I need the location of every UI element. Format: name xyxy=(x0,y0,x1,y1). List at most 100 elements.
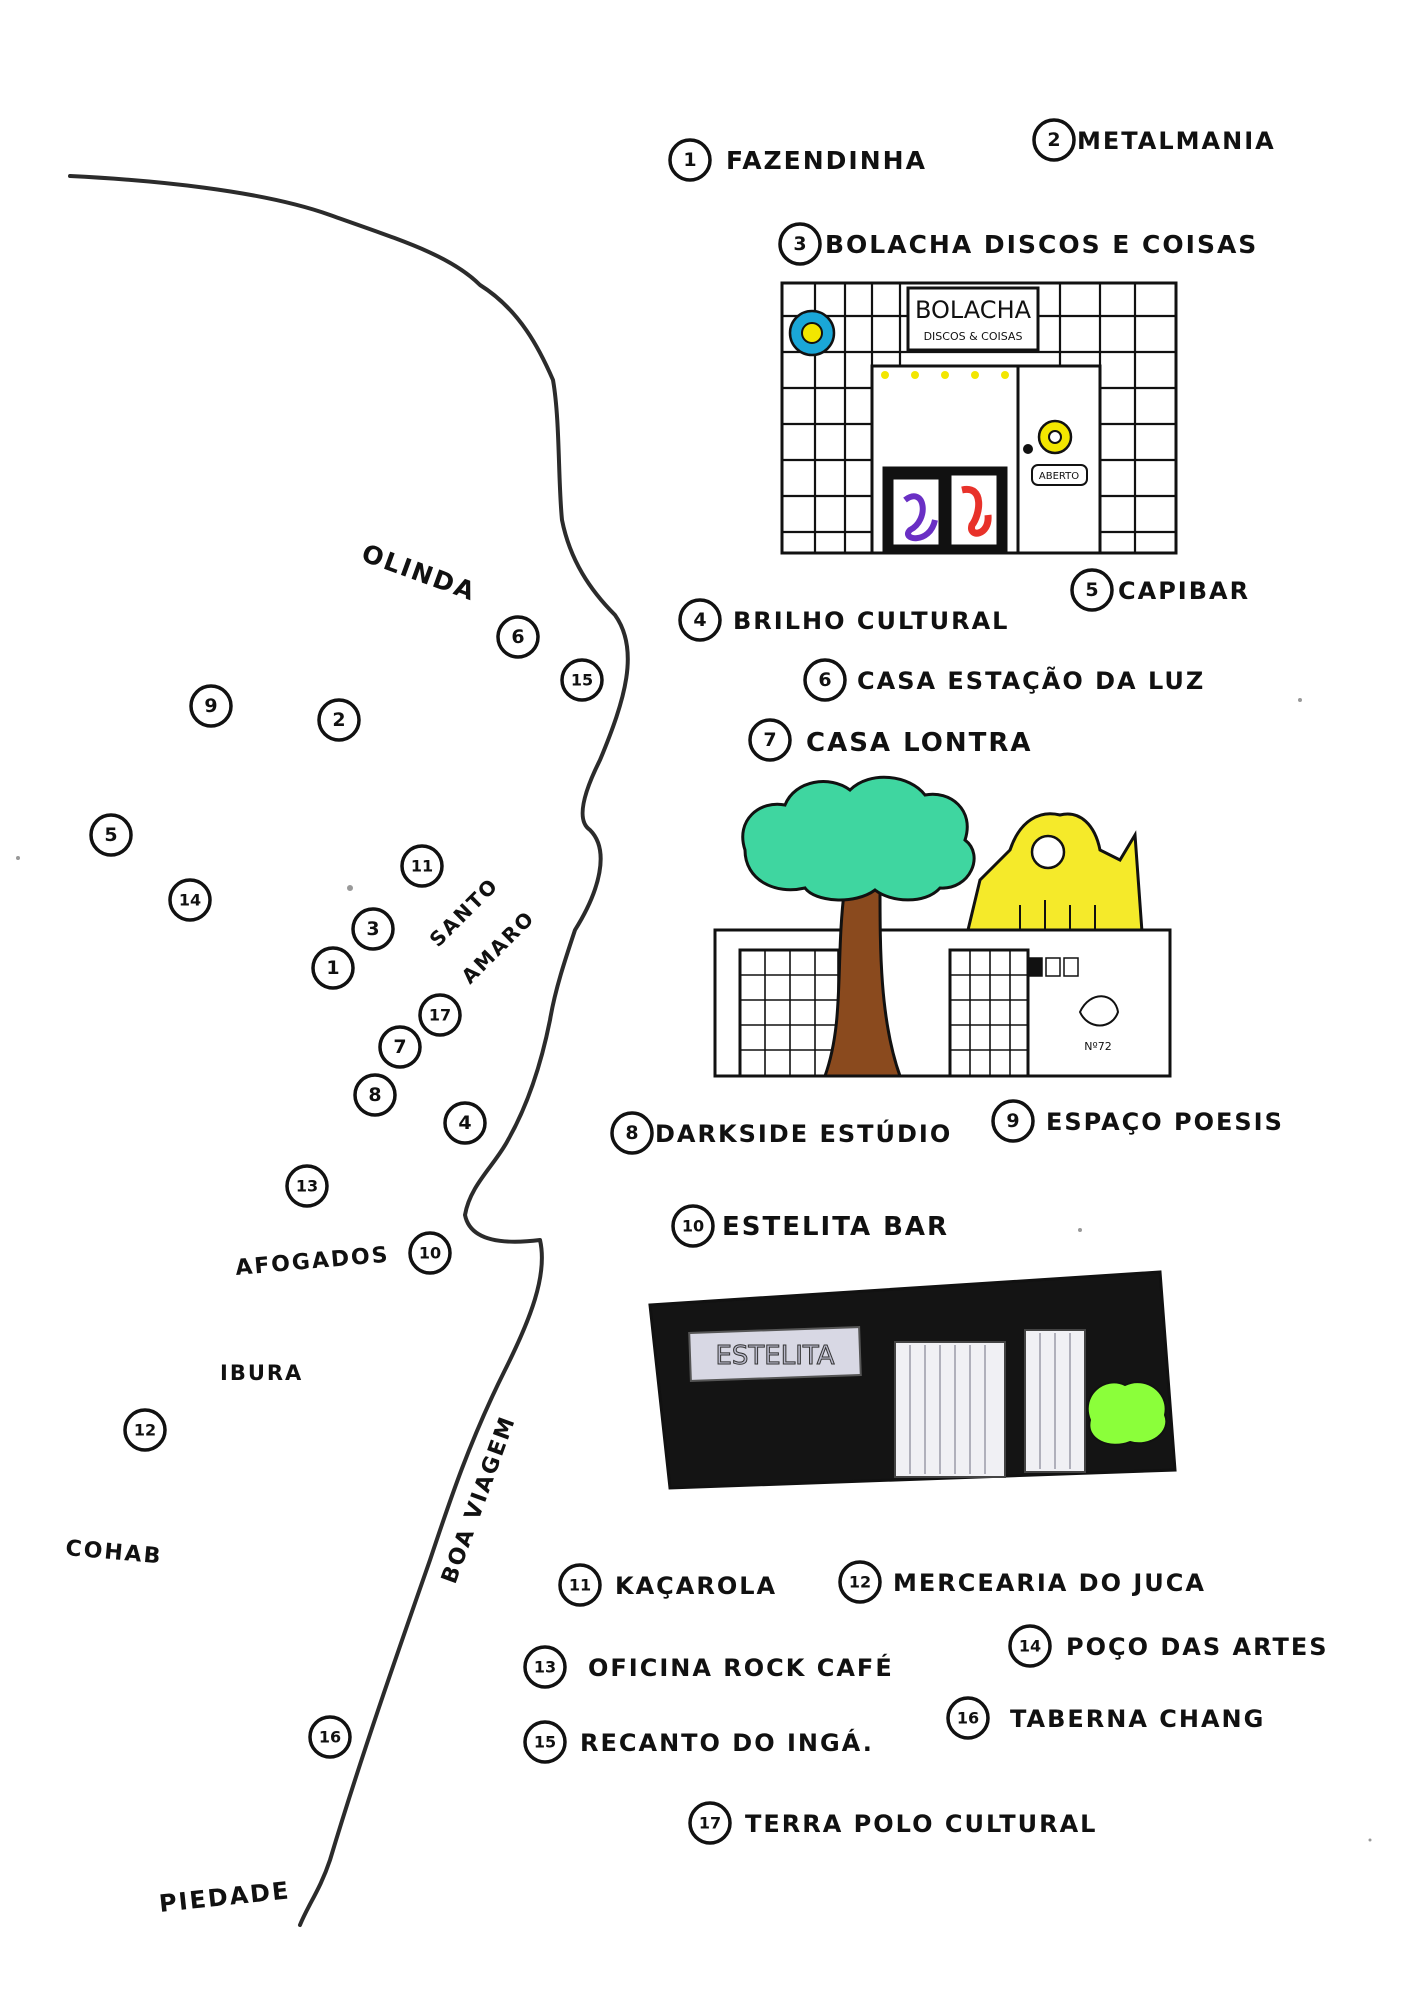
aberto-sign: ABERTO xyxy=(1039,471,1079,482)
legend-number: 15 xyxy=(534,1733,556,1752)
place-afogados: AFOGADOS xyxy=(234,1243,390,1281)
map-marker-7[interactable]: 7 xyxy=(378,1025,422,1069)
legend-name: CASA ESTAÇÃO DA LUZ xyxy=(857,666,1205,695)
legend-number: 7 xyxy=(763,729,776,751)
coastline xyxy=(68,174,630,1927)
map-marker-number: 11 xyxy=(411,857,433,876)
map-marker-number: 4 xyxy=(458,1112,471,1134)
map-marker-6[interactable]: 6 xyxy=(496,615,540,659)
poster-red-squiggle xyxy=(961,486,992,537)
legend-number: 12 xyxy=(849,1573,871,1592)
map-marker-2[interactable]: 2 xyxy=(317,698,361,742)
green-bush xyxy=(1086,1381,1168,1446)
legend-name: POÇO DAS ARTES xyxy=(1066,1633,1329,1661)
legend-entry-3[interactable]: 3 BOLACHA DISCOS E COISAS xyxy=(778,222,1258,266)
tree-canopy xyxy=(741,775,976,902)
legend-number: 9 xyxy=(1006,1110,1019,1132)
legend-name: FAZENDINHA xyxy=(726,146,927,175)
map-marker-number: 13 xyxy=(296,1177,318,1196)
estelita-sign: ESTELITA xyxy=(715,1341,834,1371)
map-marker-5[interactable]: 5 xyxy=(89,813,133,857)
legend-number: 13 xyxy=(534,1658,556,1677)
legend-number: 16 xyxy=(957,1709,979,1728)
map-marker-number: 12 xyxy=(134,1421,156,1440)
legend-number: 17 xyxy=(699,1814,721,1833)
legend-name: CAPIBAR xyxy=(1118,577,1250,605)
bolacha-storefront-drawing: BOLACHA DISCOS & COISAS ABERTO xyxy=(780,281,1178,555)
map-marker-12[interactable]: 12 xyxy=(123,1408,167,1452)
legend-number: 5 xyxy=(1085,579,1098,601)
map-marker-number: 9 xyxy=(204,695,217,717)
place-ibura: IBURA xyxy=(220,1361,303,1385)
map-marker-number: 5 xyxy=(104,824,117,846)
map-marker-number: 8 xyxy=(368,1084,381,1106)
map-marker-4[interactable]: 4 xyxy=(443,1101,487,1145)
map-marker-number: 1 xyxy=(326,957,339,979)
map-marker-number: 14 xyxy=(179,891,201,910)
legend-name: OFICINA ROCK CAFÉ xyxy=(588,1653,894,1682)
map-marker-number: 7 xyxy=(393,1036,406,1058)
legend-number: 14 xyxy=(1019,1637,1041,1656)
legend-entry-8[interactable]: 8 DARKSIDE ESTÚDIO xyxy=(610,1111,952,1155)
bolacha-sign-subtitle: DISCOS & COISAS xyxy=(924,330,1023,343)
bolacha-sign-title: BOLACHA xyxy=(915,296,1032,324)
bolacha-lights xyxy=(881,371,1009,379)
map-marker-17[interactable]: 17 xyxy=(418,993,462,1037)
legend-name: DARKSIDE ESTÚDIO xyxy=(655,1118,952,1148)
map-marker-10[interactable]: 10 xyxy=(408,1231,452,1275)
map-marker-number: 17 xyxy=(429,1006,451,1025)
legend-entry-13[interactable]: 13 OFICINA ROCK CAFÉ xyxy=(523,1645,894,1689)
legend-name: TABERNA CHANG xyxy=(1010,1705,1265,1733)
map-marker-1[interactable]: 1 xyxy=(311,946,355,990)
legend-number: 10 xyxy=(682,1217,704,1236)
map-marker-number: 15 xyxy=(571,671,593,690)
door-handle xyxy=(1023,444,1033,454)
legend-entry-9[interactable]: 9 ESPAÇO POESIS xyxy=(991,1099,1284,1143)
map-marker-14[interactable]: 14 xyxy=(168,878,212,922)
legend-entry-14[interactable]: 14 POÇO DAS ARTES xyxy=(1008,1624,1329,1668)
legend-name: BRILHO CULTURAL xyxy=(733,607,1009,635)
legend-name: METALMANIA xyxy=(1077,127,1276,155)
ink-specks xyxy=(16,698,1372,1842)
house-number: Nº72 xyxy=(1084,1040,1111,1053)
map-marker-number: 2 xyxy=(332,709,345,731)
map-marker-8[interactable]: 8 xyxy=(353,1073,397,1117)
legend-number: 11 xyxy=(569,1576,591,1595)
map-marker-9[interactable]: 9 xyxy=(189,684,233,728)
legend-entry-5[interactable]: 5 CAPIBAR xyxy=(1070,568,1250,612)
legend-entry-16[interactable]: 16 TABERNA CHANG xyxy=(946,1696,1265,1740)
legend-number: 8 xyxy=(625,1122,638,1144)
casa-lontra-drawing: Nº72 xyxy=(713,775,1172,1078)
place-piedade: PIEDADE xyxy=(158,1876,292,1918)
map-marker-16[interactable]: 16 xyxy=(308,1715,352,1759)
legend-entry-17[interactable]: 17 TERRA POLO CULTURAL xyxy=(688,1801,1097,1845)
yellow-facade xyxy=(966,812,1144,934)
map-marker-3[interactable]: 3 xyxy=(351,907,395,951)
map-marker-number: 10 xyxy=(419,1244,441,1263)
map-marker-number: 6 xyxy=(511,626,524,648)
map-marker-11[interactable]: 11 xyxy=(400,844,444,888)
legend-name: TERRA POLO CULTURAL xyxy=(745,1810,1097,1838)
estelita-bar-drawing: ESTELITA xyxy=(648,1270,1177,1490)
shutter-door-1 xyxy=(894,1341,1006,1478)
map-marker-13[interactable]: 13 xyxy=(285,1164,329,1208)
legend-name: BOLACHA DISCOS E COISAS xyxy=(825,230,1258,259)
bird-icon xyxy=(1078,995,1120,1027)
poster-purple-squiggle xyxy=(903,493,938,542)
legend-number: 6 xyxy=(818,669,831,691)
legend-entry-6[interactable]: 6 CASA ESTAÇÃO DA LUZ xyxy=(803,658,1205,702)
place-cohab: COHAB xyxy=(64,1536,163,1569)
legend-name: ESPAÇO POESIS xyxy=(1046,1108,1284,1136)
legend-number: 3 xyxy=(793,233,806,255)
map-marker-15[interactable]: 15 xyxy=(560,658,604,702)
